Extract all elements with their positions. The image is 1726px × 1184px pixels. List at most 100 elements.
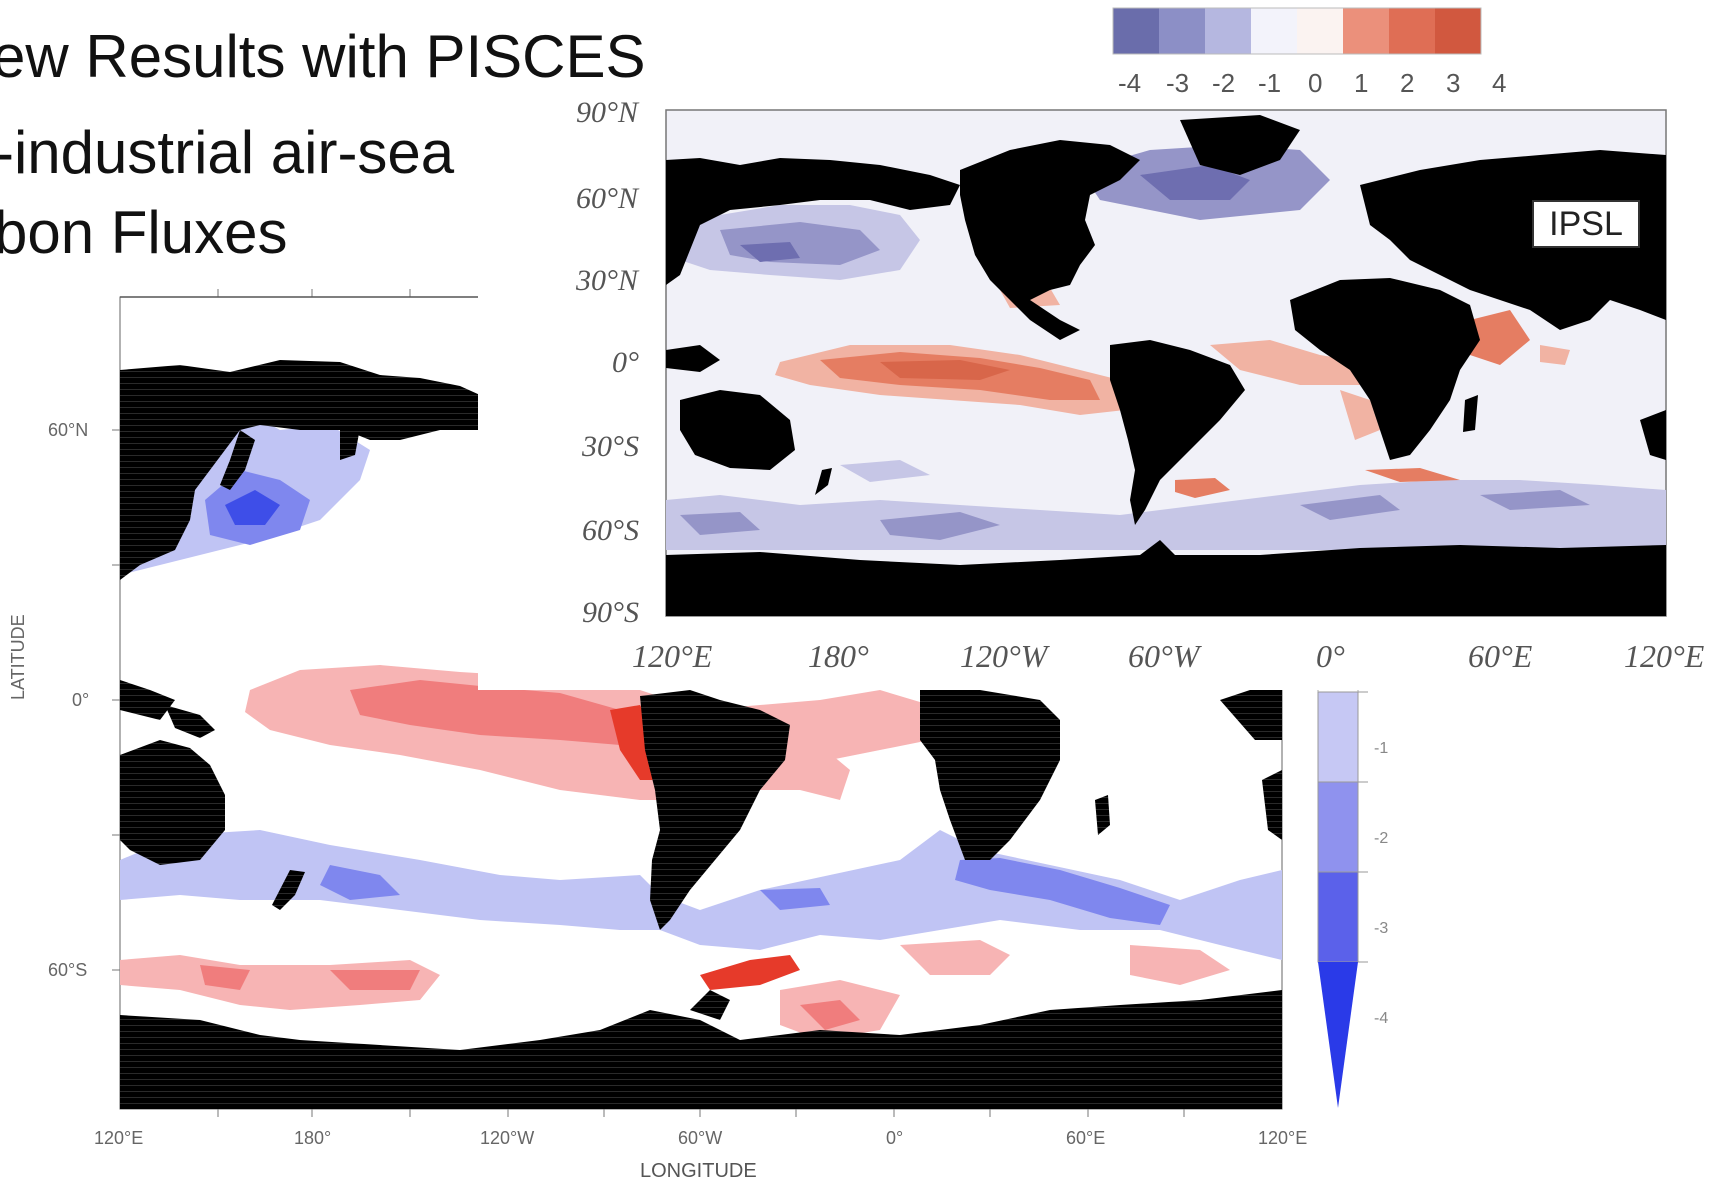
pisces-colorbar-label: -1: [1374, 740, 1389, 757]
ipsl-blue-southern-mid-1: [680, 512, 760, 535]
ipsl-colorbar-label: 4: [1492, 68, 1507, 98]
pisces-ylabel: LATITUDE: [8, 614, 28, 700]
pisces-ticks: [112, 289, 1185, 1117]
pisces-colorbar: [1317, 600, 1368, 1108]
pisces-lon-label: 0°: [886, 1128, 904, 1148]
pisces-red-tongue-mid: [350, 680, 650, 745]
ipsl-lon-label: 0°: [1316, 638, 1345, 674]
ipsl-red-benguela: [1340, 390, 1380, 440]
ipsl-lon-label: 60°W: [1128, 638, 1200, 674]
pisces-lon-label: 120°E: [1258, 1128, 1308, 1148]
ipsl-colorbar-swatch-7: [1389, 8, 1435, 54]
pisces-colorbar-swatch-2: [1317, 781, 1359, 873]
slide-title-line-3: bon Fluxes: [0, 199, 288, 266]
ipsl-lon-label: 120°W: [960, 638, 1048, 674]
ipsl-land-madagascar: [1463, 395, 1478, 432]
pisces-red-patch-south-dark: [330, 970, 420, 990]
pisces-red-patch-south-mid: [200, 965, 250, 990]
ipsl-blue-southern-mid-4: [1480, 490, 1590, 510]
pisces-blue-patch-atlantic: [760, 888, 830, 910]
ipsl-colorbar-label: 3: [1446, 68, 1461, 98]
pisces-xlabel: LONGITUDE: [640, 1160, 757, 1182]
ipsl-red-brazil-malvinas: [1175, 478, 1230, 498]
pisces-colorbar-swatch-3: [1317, 871, 1359, 963]
ipsl-land-africa: [1290, 278, 1480, 460]
ipsl-land-asia-west: [666, 158, 960, 285]
ipsl-blue-north-atlantic-dark: [1140, 165, 1250, 200]
ipsl-red-equatorial-dark: [880, 360, 1010, 380]
ipsl-red-indian-small: [1540, 345, 1570, 365]
ipsl-colorbar-swatch-5: [1297, 8, 1343, 54]
pisces-land-south-america: [640, 690, 790, 930]
ipsl-lon-label: 180°: [808, 638, 869, 674]
pisces-lon-label: 120°E: [94, 1128, 144, 1148]
ipsl-model-tag: IPSL: [1532, 200, 1640, 248]
pisces-colorbar-label: -4: [1374, 1010, 1389, 1027]
ipsl-colorbar-swatch-1: [1113, 8, 1159, 54]
pisces-land-antarctica: [120, 990, 1282, 1109]
ipsl-colorbar: [1112, 7, 1482, 55]
pisces-red-band-south: [120, 955, 440, 1010]
ipsl-colorbar-swatch-8: [1435, 8, 1481, 54]
pisces-lon-label: 120°W: [480, 1128, 535, 1148]
ipsl-blue-north-pacific-dark: [740, 242, 800, 262]
pisces-land-madagascar: [1095, 795, 1110, 835]
ipsl-lat-label: 60°S: [582, 514, 639, 547]
ipsl-land-eurasia-east: [1360, 150, 1666, 330]
pisces-land-newguinea: [165, 705, 215, 738]
pisces-land-antarctic-peninsula: [690, 990, 730, 1020]
ipsl-blue-southern-mid-3: [1300, 495, 1400, 520]
ipsl-lat-label: 0°: [612, 346, 639, 379]
ipsl-blue-south-pacific-small: [840, 460, 930, 482]
pisces-land-newzealand: [272, 870, 305, 910]
pisces-lat-label: 60°S: [48, 960, 88, 980]
ipsl-colorbar-label: 1: [1354, 68, 1369, 98]
pisces-red-patch-angola: [780, 740, 850, 800]
pisces-land-asia: [120, 360, 480, 580]
ipsl-colorbar-swatch-4: [1251, 8, 1297, 54]
ipsl-colorbar-label: -2: [1212, 68, 1236, 98]
pisces-blue-patch-tasman: [320, 865, 400, 900]
pisces-red-patch-falklands: [700, 955, 800, 990]
ipsl-blue-southern-mid-2: [880, 512, 1000, 540]
pisces-blue-band-mid: [955, 858, 1170, 925]
ipsl-land-se-asia-right: [1640, 410, 1666, 460]
ipsl-land-south-america: [1110, 340, 1245, 525]
pisces-land-kamchatka: [340, 425, 360, 460]
ipsl-map: [665, 109, 1667, 617]
ipsl-lat-label: 90°S: [582, 596, 639, 629]
pisces-red-patch-indian: [900, 940, 1010, 975]
pisces-lon-label: 180°: [294, 1128, 332, 1148]
ipsl-land-australia: [680, 390, 795, 470]
pisces-colorbar-label: -2: [1374, 830, 1389, 847]
ipsl-colorbar-label: 0: [1308, 68, 1323, 98]
ipsl-lat-label: 30°S: [582, 430, 639, 463]
ipsl-lon-label: 120°E: [1624, 638, 1705, 674]
ipsl-colorbar-label: -4: [1118, 68, 1142, 98]
ipsl-lon-label: 60°E: [1468, 638, 1533, 674]
pisces-colorbar-label: -3: [1374, 920, 1389, 937]
pisces-red-patch-southatlantic-mid: [800, 1000, 860, 1030]
ipsl-land-greenland: [1180, 115, 1300, 175]
pisces-lat-label: 60°N: [48, 420, 89, 440]
pisces-land-australia: [120, 740, 225, 865]
pisces-lon-label: 60°W: [678, 1128, 723, 1148]
slide-title-line-2: -industrial air-sea: [0, 119, 455, 186]
slide-title-line-1: ew Results with PISCES: [0, 23, 646, 90]
ipsl-colorbar-label: 2: [1400, 68, 1415, 98]
ipsl-red-agulhas: [1365, 468, 1460, 482]
ipsl-lat-label: 30°N: [576, 264, 639, 297]
pisces-land-africa: [920, 690, 1060, 860]
pisces-land-japan: [220, 430, 255, 490]
ipsl-lon-label: 120°E: [632, 638, 713, 674]
ipsl-lat-label: 60°N: [576, 182, 639, 215]
pisces-land-se-asia-edge: [1262, 770, 1282, 840]
ipsl-colorbar-swatch-3: [1205, 8, 1251, 54]
pisces-land-indonesia-1: [120, 680, 175, 720]
pisces-lon-label: 60°E: [1066, 1128, 1106, 1148]
ipsl-colorbar-swatch-6: [1343, 8, 1389, 54]
ipsl-lat-label: 90°N: [576, 96, 639, 129]
ipsl-colorbar-swatch-2: [1159, 8, 1205, 54]
pisces-colorbar-arrow: [1318, 962, 1358, 1108]
